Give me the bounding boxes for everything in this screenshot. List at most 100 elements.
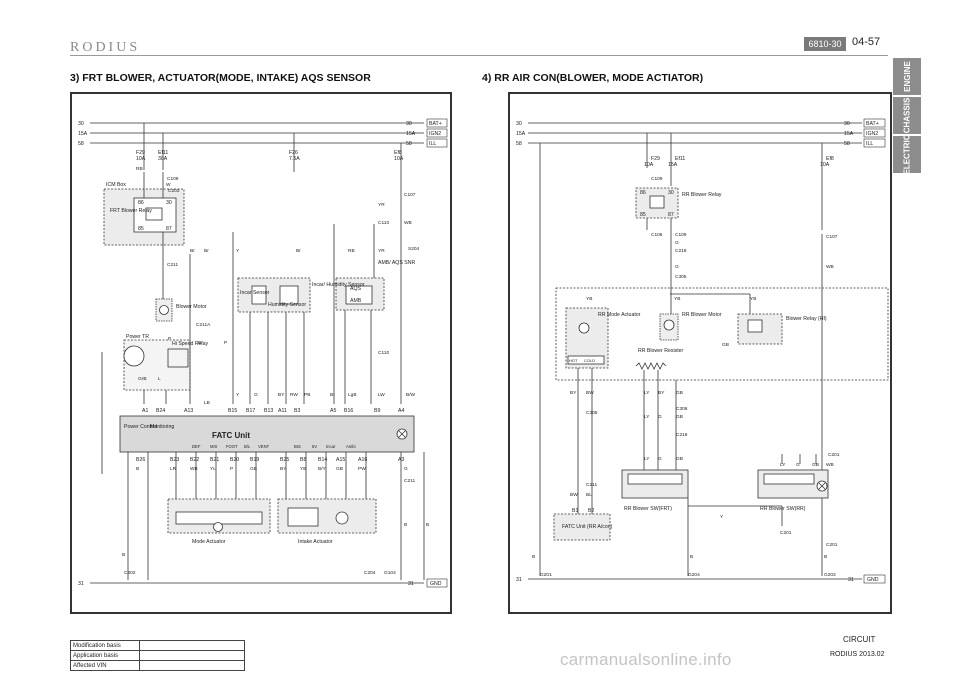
svg-text:MIX: MIX <box>210 444 218 449</box>
svg-text:YB: YB <box>586 296 592 302</box>
svg-text:B21: B21 <box>210 457 219 463</box>
page-number: 04-57 <box>852 36 881 48</box>
svg-text:G204: G204 <box>688 572 700 578</box>
relay-pin: 30 <box>668 190 674 196</box>
rail-label: 30 <box>78 121 84 127</box>
svg-text:C110: C110 <box>378 220 389 226</box>
tab-electric[interactable]: ELECTRIC <box>893 135 921 175</box>
svg-text:Y: Y <box>236 248 240 254</box>
svg-text:Y: Y <box>720 514 724 520</box>
svg-text:BY: BY <box>658 390 665 396</box>
amb-label: AMB <box>350 298 362 304</box>
tab-chassis[interactable]: CHASSIS <box>893 97 921 134</box>
fuse-rating: 10A <box>136 156 146 162</box>
tab-engine[interactable]: ENGINE <box>893 58 921 95</box>
svg-text:B/W: B/W <box>406 392 416 398</box>
relay-pin: 85 <box>640 212 646 218</box>
fuse-name: F29 <box>136 150 145 156</box>
svg-text:Br: Br <box>198 340 203 346</box>
svg-text:FOOT: FOOT <box>226 444 238 449</box>
hi-speed-relay-label: Hi Speed Relay <box>172 341 208 347</box>
svg-text:Br: Br <box>204 248 209 254</box>
svg-text:WB: WB <box>826 264 834 270</box>
svg-text:G: G <box>404 466 408 472</box>
svg-text:LY: LY <box>780 462 786 468</box>
section-code-badge: 6810-30 <box>804 37 846 51</box>
svg-text:P: P <box>224 340 227 346</box>
svg-text:WB: WB <box>826 462 834 468</box>
rail-tag: BAT+ <box>866 121 879 127</box>
svg-text:B13: B13 <box>264 408 273 414</box>
svg-text:C106: C106 <box>651 232 663 238</box>
svg-text:LB: LB <box>204 400 210 406</box>
svg-text:YL: YL <box>210 466 216 472</box>
svg-text:BY: BY <box>278 392 285 398</box>
rr-mode-actuator-label: RR Mode Actuator <box>598 312 641 318</box>
svg-text:C201: C201 <box>780 530 792 536</box>
amb-aqs-snr-label: AMB/ AQS SNR <box>378 260 415 266</box>
ground-label: 31 <box>78 581 84 587</box>
svg-text:BW: BW <box>586 390 594 396</box>
svg-text:C107: C107 <box>826 234 838 240</box>
svg-text:A16: A16 <box>358 457 367 463</box>
edition-date: RODIUS 2013.02 <box>830 651 885 658</box>
svg-text:B: B <box>136 466 139 472</box>
svg-text:G104: G104 <box>384 570 396 576</box>
left-wiring-diagram: 30 15A 58 30 15A 58 BAT+ IGN2 ILL 31 31 … <box>70 92 452 614</box>
wire-color-labels: G G YB YB YB WB GB BY BW LY BY GB LY G G… <box>532 240 834 560</box>
svg-text:Y: Y <box>236 392 240 398</box>
svg-text:C211: C211 <box>586 482 597 488</box>
rail-tag: BAT+ <box>429 121 442 127</box>
fatc-pin: B1 <box>572 508 578 514</box>
rail-label: 15A <box>516 131 526 137</box>
incar-sensor-label: Incar Sensor <box>240 290 270 296</box>
svg-text:BY: BY <box>570 390 577 396</box>
svg-text:LY: LY <box>644 390 650 396</box>
svg-text:C218: C218 <box>675 248 687 254</box>
svg-text:C305: C305 <box>675 274 687 280</box>
svg-text:Ambi: Ambi <box>346 444 356 449</box>
svg-text:Br: Br <box>190 248 195 254</box>
svg-text:LY: LY <box>644 456 650 462</box>
ground-label: 31 <box>408 581 414 587</box>
svg-text:B14: B14 <box>318 457 327 463</box>
svg-text:A4: A4 <box>398 408 404 414</box>
rail-label: 58 <box>78 141 84 147</box>
svg-text:B: B <box>824 554 827 560</box>
svg-text:GrB: GrB <box>138 376 147 382</box>
wire-color-labels: RB W Br Br Y Br RB YR YR WB P Br P GrB L… <box>122 166 429 558</box>
rail-label: 30 <box>406 121 412 127</box>
svg-text:B/Y: B/Y <box>318 466 327 472</box>
svg-text:C211: C211 <box>167 262 178 268</box>
fatc-sub-label: Power Control <box>124 424 157 430</box>
svg-text:B: B <box>532 554 535 560</box>
svg-text:A13: A13 <box>184 408 193 414</box>
svg-text:C107: C107 <box>404 192 416 198</box>
rail-label: 30 <box>516 121 522 127</box>
svg-text:WB: WB <box>190 466 198 472</box>
rr-blower-motor-label: RR Blower Motor <box>682 312 722 318</box>
svg-text:B22: B22 <box>190 457 199 463</box>
fatc-pins-bottom: B26 B23 B22 B21 B20 B19 B25 B8 B14 A15 A… <box>136 457 404 463</box>
rail-label: 15A <box>406 131 416 137</box>
relay-pin: 87 <box>166 226 172 232</box>
svg-text:B17: B17 <box>246 408 255 414</box>
hot-label: HOT <box>569 358 578 363</box>
svg-text:C109: C109 <box>675 232 687 238</box>
svg-text:LY: LY <box>644 414 650 420</box>
svg-text:GB: GB <box>336 466 343 472</box>
svg-text:B9: B9 <box>374 408 380 414</box>
rail-label: 15A <box>844 131 854 137</box>
relay-pin: 30 <box>166 200 172 206</box>
frt-blower-relay-label: FRT Blower Relay <box>110 208 152 214</box>
svg-text:B16: B16 <box>344 408 353 414</box>
svg-text:G: G <box>796 462 800 468</box>
right-section-title: 4) RR AIR CON(BLOWER, MODE ACTIATOR) <box>482 72 704 84</box>
icm-box-label: ICM Box <box>106 182 126 188</box>
rr-blower-relay-label: RR Blower Relay <box>682 192 722 198</box>
svg-text:Br: Br <box>296 248 301 254</box>
blower-relay-hi-label: Blower Relay (HI) <box>786 316 827 322</box>
svg-text:C201: C201 <box>828 452 840 458</box>
svg-text:G201: G201 <box>540 572 552 578</box>
svg-text:B3: B3 <box>294 408 300 414</box>
